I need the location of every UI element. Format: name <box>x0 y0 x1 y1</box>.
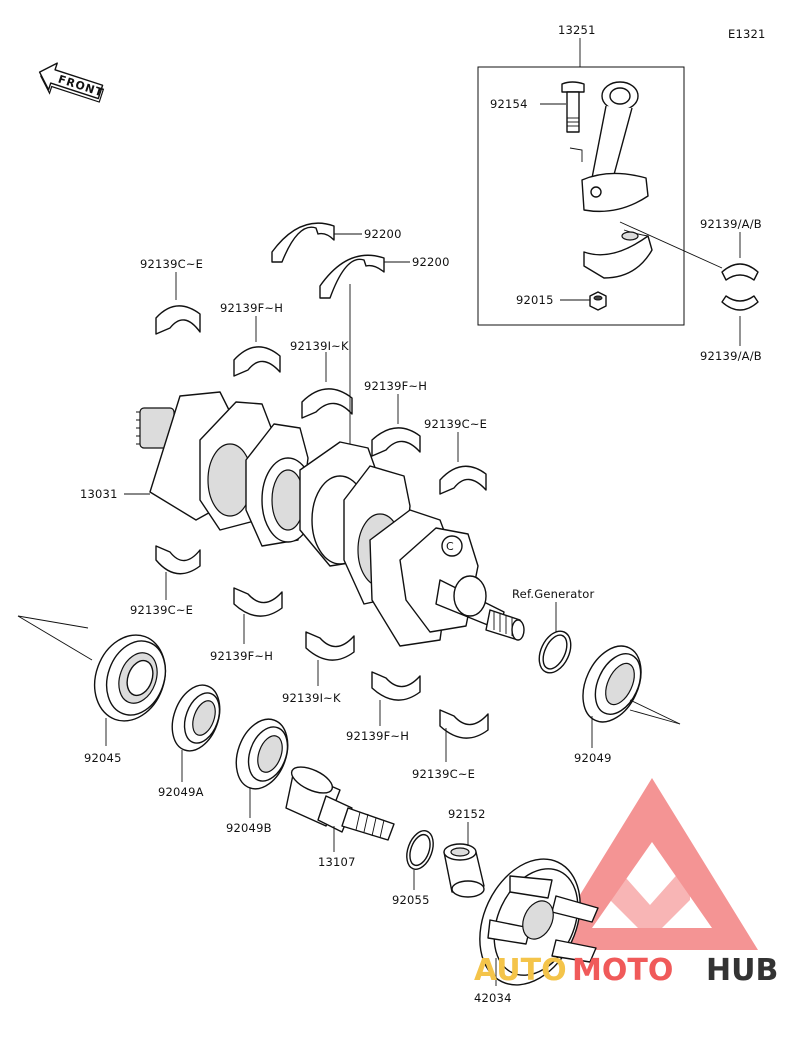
watermark-logo <box>546 778 758 950</box>
main-bearing-fh-3 <box>233 587 283 617</box>
label-92049b: 92049B <box>226 821 272 835</box>
main-bearing-ce-4 <box>439 709 489 739</box>
crankshaft: C <box>136 391 525 647</box>
main-bearing-ik-2 <box>305 631 355 661</box>
label-92139ce-4: 92139C~E <box>412 767 475 781</box>
label-92139ce-1: 92139C~E <box>140 257 203 271</box>
main-bearing-ce-1 <box>155 305 201 335</box>
watermark-text: AUTO MOTO HUB <box>474 953 778 988</box>
main-bearing-ce-3 <box>155 545 201 575</box>
label-92139ik-2: 92139I~K <box>282 691 341 705</box>
label-92152: 92152 <box>448 807 486 821</box>
label-92139fh-1: 92139F~H <box>220 301 283 315</box>
label-92055: 92055 <box>392 893 430 907</box>
oil-seal-right <box>582 645 642 723</box>
label-92200-1: 92200 <box>364 227 402 241</box>
label-13031: 13031 <box>80 487 118 501</box>
label-92139fh-4: 92139F~H <box>346 729 409 743</box>
main-bearing-ik-1 <box>301 388 353 419</box>
oil-seal-a <box>171 684 221 752</box>
conrod-bolt <box>561 81 585 133</box>
watermark-triangle-icon <box>546 778 758 950</box>
conrod-group-box <box>477 66 685 326</box>
label-92139ab-lower: 92139/A/B <box>700 349 762 363</box>
label-92139ab-upper: 92139/A/B <box>700 217 762 231</box>
rod-bearing-upper <box>721 263 759 281</box>
watermark-hub: HUB <box>706 953 778 988</box>
thrust-washer-2 <box>319 254 385 299</box>
diagram-code: E1321 <box>728 27 766 41</box>
label-92139ce-2: 92139C~E <box>424 417 487 431</box>
label-13107: 13107 <box>318 855 356 869</box>
coupling <box>479 858 599 986</box>
connecting-rod-cap <box>583 229 653 279</box>
oil-seal-b <box>235 718 289 790</box>
main-bearing-fh-4 <box>371 671 421 701</box>
ref-generator-text: Ref.Generator <box>512 587 594 601</box>
o-ring <box>406 830 434 870</box>
label-92139ce-3: 92139C~E <box>130 603 193 617</box>
bushing <box>443 843 485 898</box>
label-92045: 92045 <box>84 751 122 765</box>
generator-seal-ring <box>538 630 572 674</box>
starter-shaft <box>285 766 395 841</box>
label-13251: 13251 <box>558 23 596 37</box>
watermark-moto: MOTO <box>572 953 673 988</box>
connecting-rod <box>569 81 649 213</box>
label-92154: 92154 <box>490 97 528 111</box>
svg-text:C: C <box>446 540 454 553</box>
thrust-washer-1 <box>271 222 335 263</box>
label-92200-2: 92200 <box>412 255 450 269</box>
front-arrow-icon: FRONT <box>38 62 105 103</box>
main-bearing-fh-2 <box>371 427 421 457</box>
ball-bearing <box>93 634 167 722</box>
rod-bearing-lower <box>721 295 759 311</box>
conrod-nut <box>589 291 607 311</box>
main-bearing-ce-2 <box>439 465 487 495</box>
label-92139fh-3: 92139F~H <box>210 649 273 663</box>
label-92049a: 92049A <box>158 785 204 799</box>
label-42034: 42034 <box>474 991 512 1005</box>
watermark-auto: AUTO <box>474 953 567 988</box>
label-92049: 92049 <box>574 751 612 765</box>
label-92139fh-2: 92139F~H <box>364 379 427 393</box>
label-92015: 92015 <box>516 293 554 307</box>
main-bearing-fh-1 <box>233 346 281 377</box>
label-92139ik-1: 92139I~K <box>290 339 349 353</box>
